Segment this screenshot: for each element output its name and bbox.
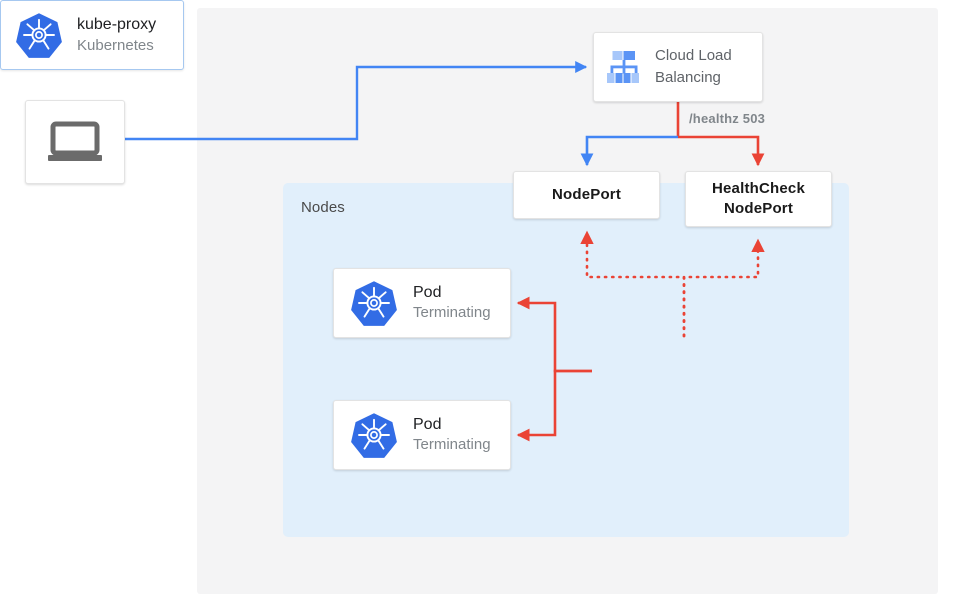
- pod-label-group-2: Pod Terminating: [413, 415, 491, 455]
- cloud-load-balancing-label: Cloud Load Balancing: [655, 45, 732, 89]
- nodeport-label: NodePort: [551, 186, 622, 203]
- nodeport-node[interactable]: NodePort: [513, 171, 660, 219]
- pod-node-2[interactable]: Pod Terminating: [333, 400, 511, 470]
- kubernetes-icon: [351, 413, 397, 458]
- healthz-edge-label: /healthz 503: [689, 111, 766, 126]
- pod-title-2: Pod: [413, 416, 442, 433]
- healthcheck-nodeport-node[interactable]: HealthCheck NodePort: [685, 171, 832, 227]
- kube-proxy-title: kube-proxy: [77, 16, 157, 33]
- pod-status-2: Terminating: [413, 436, 491, 453]
- cloud-load-balancing-node[interactable]: Cloud Load Balancing: [593, 32, 763, 102]
- cloud-load-balancing-label-line2: Balancing: [655, 69, 721, 86]
- nodes-panel: [283, 183, 849, 537]
- healthcheck-nodeport-label-line1: HealthCheck: [711, 180, 806, 197]
- kubernetes-icon: [351, 281, 397, 326]
- laptop-icon: [48, 121, 102, 161]
- nodes-panel-label: Nodes: [301, 199, 345, 216]
- pod-label-group-1: Pod Terminating: [413, 283, 491, 323]
- kube-proxy-label-group: kube-proxy Kubernetes: [77, 14, 156, 56]
- kube-proxy-node[interactable]: kube-proxy Kubernetes: [0, 0, 184, 70]
- healthcheck-nodeport-label: HealthCheck NodePort: [712, 179, 805, 219]
- client-node[interactable]: [25, 100, 125, 184]
- kubernetes-icon: [16, 13, 62, 58]
- cloud-load-balancing-label-line1: Cloud Load: [655, 47, 732, 64]
- pod-title-1: Pod: [413, 284, 442, 301]
- healthcheck-nodeport-label-line2: NodePort: [723, 200, 794, 217]
- pod-node-1[interactable]: Pod Terminating: [333, 268, 511, 338]
- pod-status-1: Terminating: [413, 304, 491, 321]
- cloud-load-balancing-icon: [607, 51, 639, 83]
- kube-proxy-subtitle: Kubernetes: [77, 37, 154, 54]
